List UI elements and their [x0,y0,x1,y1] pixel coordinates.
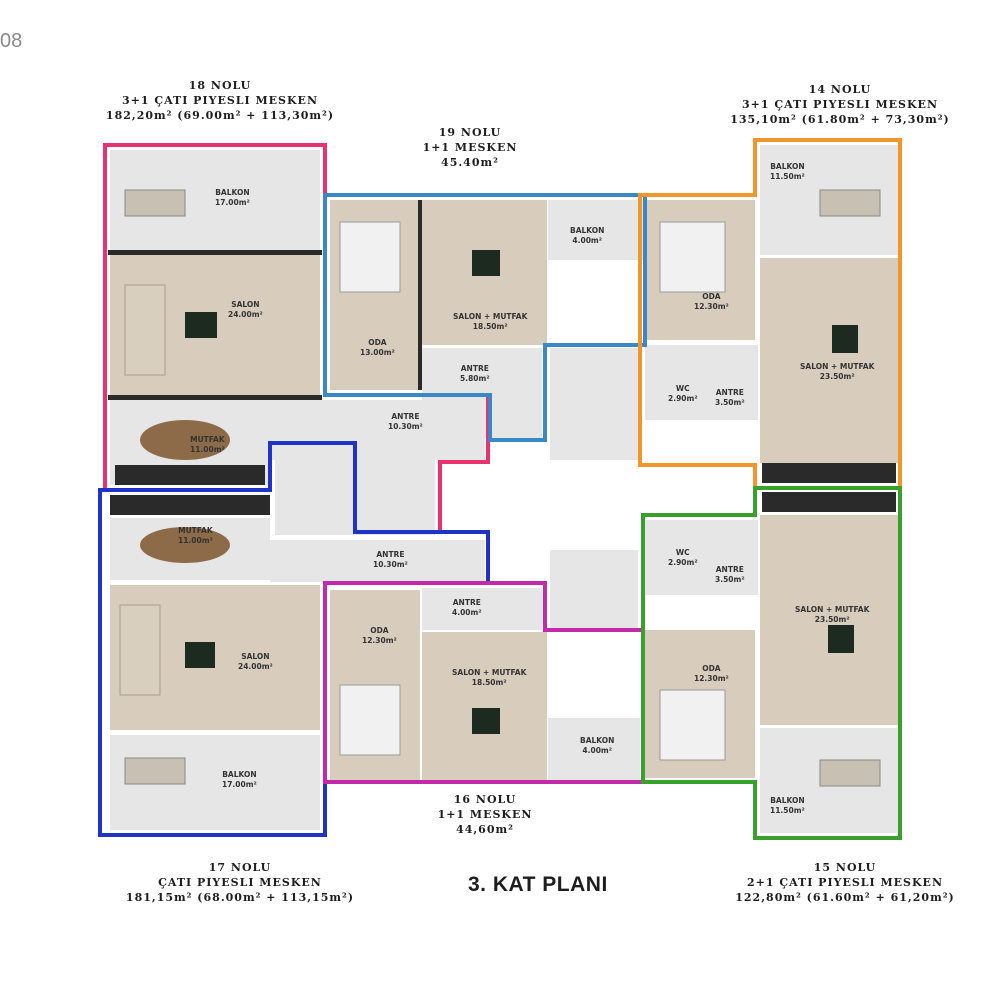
r15-salon-floor [760,515,898,725]
r15-tv [828,625,854,653]
r16-bed [339,684,401,756]
unit-14-area: 135,10m² (61.80m² + 73,30m²) [730,113,950,126]
unit-18-area: 182,20m² (69.00m² + 113,30m²) [105,109,335,122]
unit-15-type: 2+1 ÇATI PIYESLI MESKEN [746,876,943,889]
r18-table [140,420,230,460]
r19-wall [418,200,422,390]
stairs-bottom [550,550,638,630]
unit-16-type: 1+1 MESKEN [437,808,533,821]
unit-15-outline [641,486,902,840]
r15-bed [659,689,726,761]
unit-14-name: 14 NOLU [808,83,872,96]
unit-14-type: 3+1 ÇATI PIYESLI MESKEN [741,98,938,111]
unit-18-name: 18 NOLU [188,79,252,92]
r18-balcony-table [124,189,186,217]
unit-15-name: 15 NOLU [813,861,877,874]
unit-17-type: ÇATI PIYESLI MESKEN [158,876,322,889]
r15-wc-floor [645,520,710,595]
unit-14-label: 14 NOLU 3+1 ÇATI PIYESLI MESKEN 135,10m²… [710,82,970,127]
unit-19-name: 19 NOLU [438,126,502,139]
unit-16-area: 44,60m² [456,823,514,836]
r14-antre-floor [710,345,758,420]
r16-antre-floor [422,588,542,630]
r17-table [140,527,230,563]
r14-tv [832,325,858,353]
r14-balcony-table [819,189,881,217]
unit-15-plan [645,492,898,833]
page-number-fragment: 08 [0,30,23,52]
unit-15-area: 122,80m² (61.60m² + 61,20m²) [735,891,955,904]
r15-counter [762,492,896,512]
r17-tv [185,642,215,668]
r19-bed [339,221,401,293]
r18-tv [185,312,217,338]
r19-balkon-floor [548,200,643,260]
r18-wall [108,250,322,255]
r14-wc-floor [645,345,710,420]
plan-title: 3. KAT PLANI [468,873,608,896]
unit-18-label: 18 NOLU 3+1 ÇATI PIYESLI MESKEN 182,20m²… [90,78,350,123]
unit-16-plan [330,588,640,780]
unit-15-label: 15 NOLU 2+1 ÇATI PIYESLI MESKEN 122,80m²… [705,860,985,905]
unit-14-plan [645,145,898,483]
unit-17-plan [110,495,485,830]
unit-17-label: 17 NOLU ÇATI PIYESLI MESKEN 181,15m² (68… [110,860,370,905]
stairs-top [550,348,638,460]
unit-16-label: 16 NOLU 1+1 MESKEN 44,60m² [395,792,575,837]
r14-salon-floor [760,258,898,463]
r15-balcony-table [819,759,881,787]
unit-17-area: 181,15m² (68.00m² + 113,15m²) [125,891,355,904]
unit-17-name: 17 NOLU [208,861,272,874]
r14-counter [762,463,896,483]
r14-bed [659,221,726,293]
unit-17-outline [98,441,490,837]
unit-18-type: 3+1 ÇATI PIYESLI MESKEN [121,94,318,107]
r16-salon-floor [422,632,547,780]
unit-19-area: 45.40m² [441,156,499,169]
r16-tv [472,708,500,734]
r17-antre-floor [270,540,485,582]
r15-antre-floor [710,520,758,595]
unit-16-name: 16 NOLU [453,793,517,806]
r17-sofa [119,604,161,696]
unit-19-type: 1+1 MESKEN [422,141,518,154]
r19-tv [472,250,500,276]
unit-14-outline [638,138,902,490]
r16-balkon-floor [548,718,640,780]
r18-counter [115,465,265,485]
unit-19-label: 19 NOLU 1+1 MESKEN 45.40m² [380,125,560,170]
unit-19-outline [323,193,647,442]
r18-sofa [124,284,166,376]
r18-wall [108,395,322,400]
r17-counter [110,495,270,515]
r17-balcony-table [124,757,186,785]
